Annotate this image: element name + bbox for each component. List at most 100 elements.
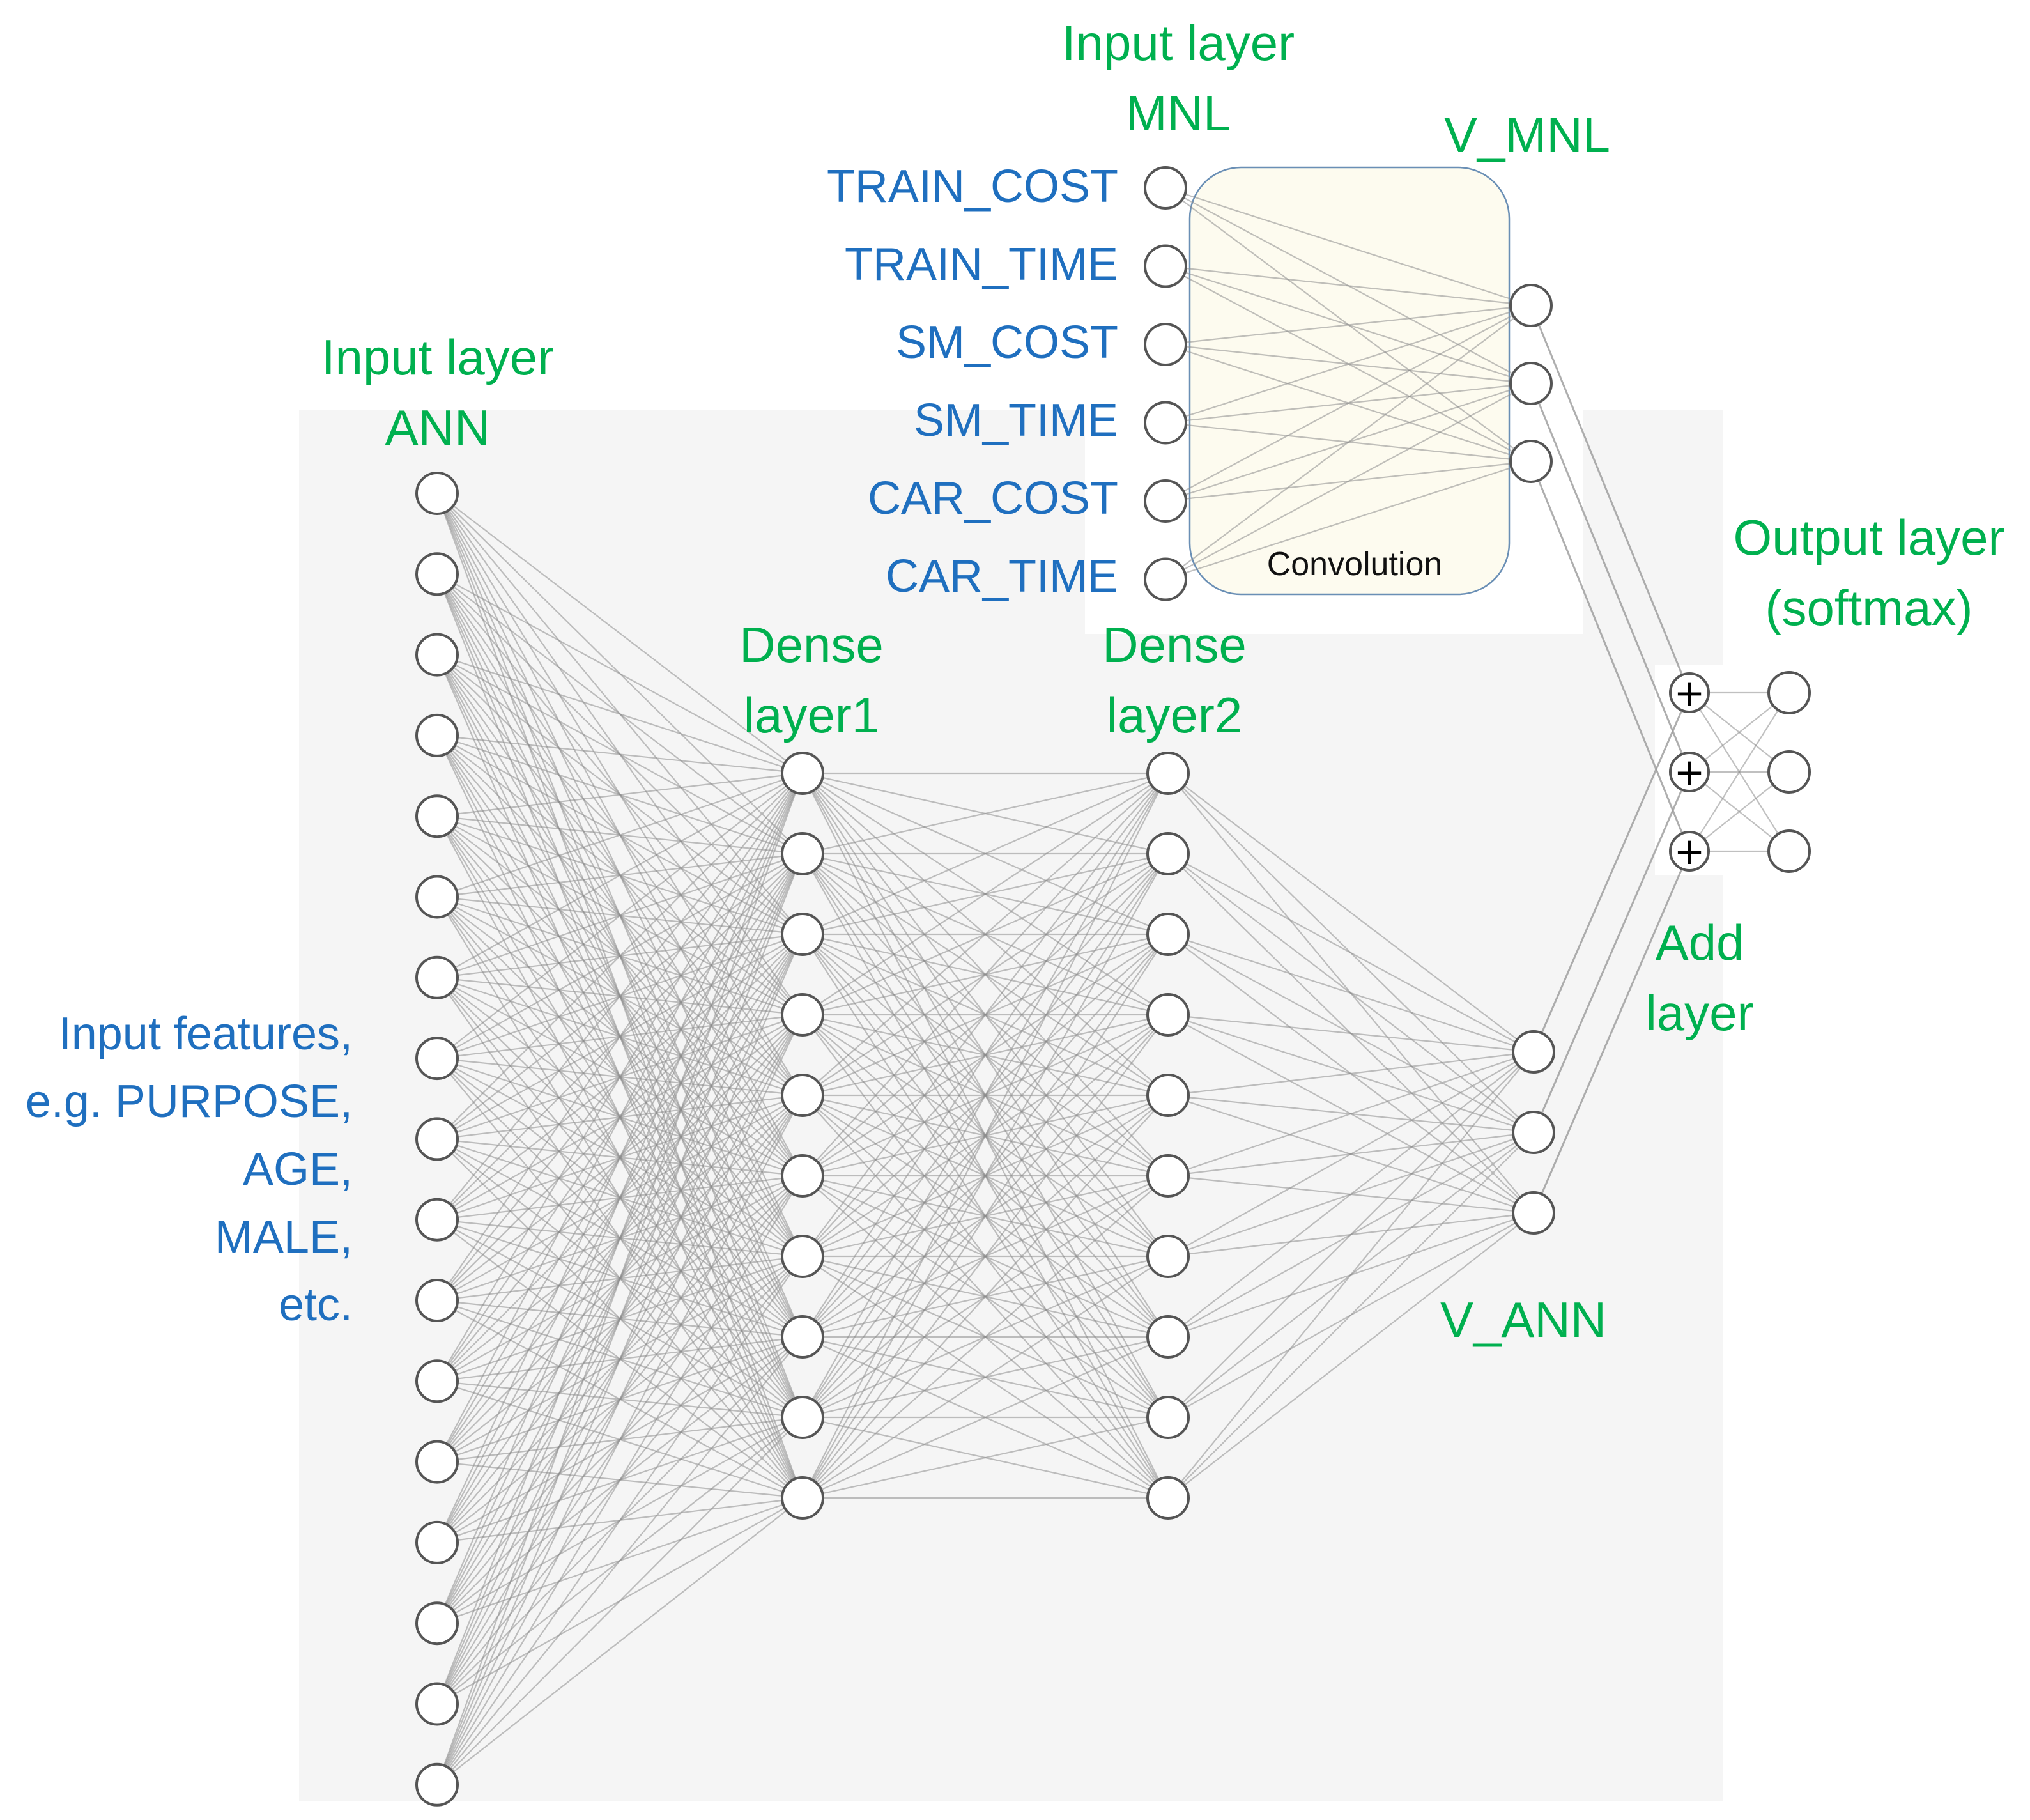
- input-mnl-label-line2: MNL: [1126, 85, 1231, 141]
- input-ann-label-line2: ANN: [385, 399, 491, 456]
- edge-dense1-to-dense2: [802, 772, 1169, 936]
- edge-vann-to-add: [1532, 771, 1691, 1133]
- edge-layer: [436, 187, 1790, 1785]
- dense2-node: [1146, 1154, 1190, 1198]
- edge-dense1-to-dense2: [802, 773, 1169, 1096]
- edge-input-to-dense1: [436, 773, 804, 1624]
- edge-input-to-dense1: [436, 1256, 803, 1785]
- dense2-node: [1146, 752, 1190, 795]
- add-node: [1669, 752, 1710, 792]
- input-features-line5: etc.: [279, 1279, 353, 1330]
- dense2-node: [1146, 913, 1190, 956]
- edge-input-to-dense1: [436, 934, 804, 1785]
- edge-input-to-dense1: [436, 734, 803, 775]
- edge-dense1-to-dense2: [802, 773, 1169, 1499]
- output-node: [1767, 829, 1811, 873]
- v-ann-node: [1512, 1111, 1555, 1154]
- edge-mnl-to-vmnl: [1165, 187, 1532, 307]
- v-mnl-node: [1509, 284, 1553, 327]
- ann-input-node: [415, 875, 459, 919]
- dense2-label-line1: Dense: [1102, 617, 1246, 673]
- edge-mnl-to-vmnl: [1165, 304, 1532, 424]
- ann-input-node: [415, 552, 459, 596]
- edge-dense1-to-dense2: [802, 772, 1169, 855]
- edge-input-to-dense1: [436, 773, 803, 1543]
- ann-input-node: [415, 1601, 459, 1646]
- dense1-label-line2: layer1: [744, 687, 879, 743]
- edge-vann-to-add: [1532, 851, 1691, 1214]
- ann-input-node: [415, 1117, 459, 1161]
- dense2-node: [1146, 1315, 1190, 1359]
- mnl-feature-sm-cost: SM_COST: [896, 317, 1118, 368]
- mnl-feature-train-cost: TRAIN_COST: [827, 161, 1118, 212]
- edge-input-to-dense1: [436, 493, 803, 774]
- dense1-node: [781, 1476, 824, 1520]
- edge-vmnl-to-add: [1530, 305, 1691, 693]
- v-mnl-node: [1509, 440, 1553, 483]
- input-features-line3: AGE,: [243, 1144, 353, 1195]
- ann-input-node: [415, 713, 459, 757]
- add-plus-symbol: +: [1674, 750, 1705, 794]
- mnl-feature-train-time: TRAIN_TIME: [845, 239, 1118, 290]
- edge-dense2-to-vann: [1167, 853, 1534, 1053]
- edge-input-to-dense1: [436, 1175, 803, 1785]
- edge-input-to-dense1: [436, 1336, 803, 1785]
- ann-input-node: [415, 955, 459, 999]
- input-features-line1: Input features,: [59, 1008, 353, 1060]
- edge-dense1-to-dense2: [802, 1175, 1169, 1499]
- mnl-feature-car-cost: CAR_COST: [868, 473, 1118, 524]
- edge-input-to-dense1: [436, 773, 803, 1301]
- edge-input-to-dense1: [436, 772, 803, 898]
- edge-mnl-to-vmnl: [1165, 460, 1532, 580]
- ann-input-node: [415, 794, 459, 838]
- mnl-input-node: [1144, 166, 1187, 210]
- edge-dense1-to-dense2: [802, 1256, 1169, 1499]
- mnl-input-node: [1144, 479, 1187, 523]
- add-plus-symbol: +: [1674, 829, 1705, 873]
- edge-input-to-dense1: [436, 1095, 803, 1785]
- dense1-node: [781, 1235, 824, 1278]
- edge-dense1-to-dense2: [802, 1014, 1169, 1499]
- ann-input-node: [415, 1279, 459, 1322]
- v-mnl-label: V_MNL: [1444, 107, 1610, 163]
- ann-input-node: [415, 1520, 459, 1564]
- edge-dense2-to-vann: [1167, 1132, 1534, 1499]
- node-layer: +++: [415, 166, 1811, 1807]
- ann-input-node: [415, 1682, 459, 1726]
- edge-input-to-dense1: [436, 573, 803, 774]
- ann-input-node: [415, 1037, 459, 1081]
- edge-input-to-dense1: [436, 773, 804, 1785]
- edge-dense1-to-dense2: [802, 773, 1169, 1418]
- dense1-node: [781, 832, 824, 875]
- dense1-node: [781, 1154, 824, 1198]
- edge-input-to-dense1: [436, 1497, 803, 1785]
- ann-input-node: [415, 1762, 459, 1807]
- output-node: [1767, 750, 1811, 794]
- edge-dense1-to-dense2: [802, 934, 1169, 1499]
- convolution-box: [1188, 166, 1511, 596]
- dense1-node: [781, 752, 824, 795]
- dense1-node: [781, 1074, 824, 1117]
- edge-dense1-to-dense2: [802, 773, 1169, 1176]
- dense2-node: [1146, 832, 1190, 875]
- mnl-feature-car-time: CAR_TIME: [886, 551, 1118, 602]
- dense1-node: [781, 1315, 824, 1359]
- edge-dense2-to-vann: [1167, 1051, 1534, 1499]
- edge-dense2-to-vann: [1167, 1051, 1534, 1177]
- ann-input-node: [415, 1440, 459, 1484]
- edge-vmnl-to-add: [1530, 461, 1691, 852]
- input-features-line4: MALE,: [215, 1212, 353, 1263]
- edge-input-to-dense1: [436, 1417, 803, 1785]
- input-features-line2: e.g. PURPOSE,: [26, 1076, 353, 1127]
- edge-dense2-to-vann: [1167, 1051, 1534, 1097]
- output-node: [1767, 671, 1811, 714]
- edge-input-to-dense1: [436, 773, 803, 1059]
- edge-add-to-output: [1689, 692, 1790, 852]
- edge-vmnl-to-add: [1530, 383, 1691, 773]
- edge-dense2-to-vann: [1167, 1051, 1534, 1257]
- dense1-node: [781, 913, 824, 956]
- v-ann-node: [1512, 1191, 1555, 1235]
- edge-dense2-to-vann: [1167, 1212, 1534, 1499]
- edge-dense1-to-dense2: [802, 853, 1169, 1499]
